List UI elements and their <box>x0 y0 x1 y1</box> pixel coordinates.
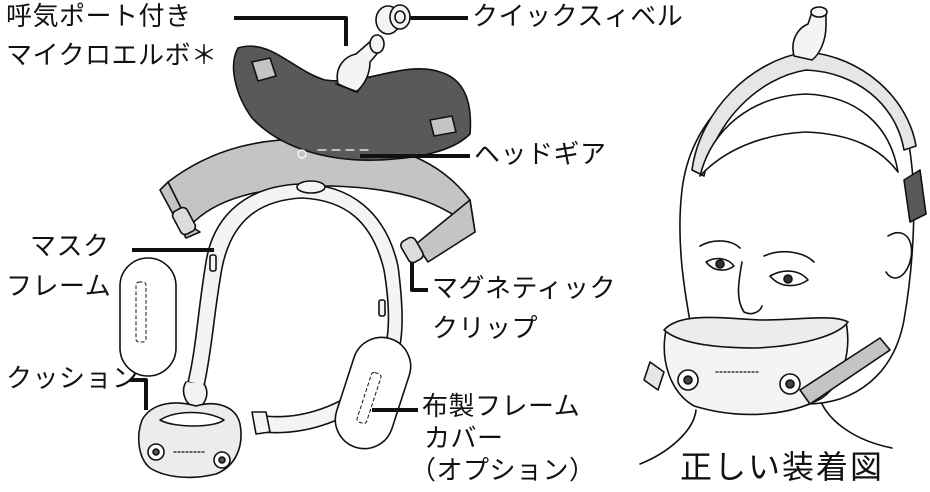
headgear-tab-left <box>251 57 277 82</box>
hair <box>699 93 899 177</box>
worn-cushion <box>663 316 849 349</box>
label-fabric-cover-line1: 布製フレーム <box>422 392 581 422</box>
magnetic-clip-right <box>400 236 424 264</box>
magnetic-clip-left <box>171 206 197 236</box>
label-micro-elbow-line1: 呼気ポート付き <box>6 2 192 32</box>
eyes <box>699 240 815 287</box>
correct-wear-title: 正しい装着図 <box>680 448 885 486</box>
worn-side-strap <box>799 337 891 405</box>
label-quick-swivel: クイックスィベル <box>472 2 684 32</box>
neck <box>639 409 697 465</box>
leader-lines <box>130 16 470 412</box>
label-mask-frame-line1: マスク <box>30 232 110 262</box>
leader-magnetic-clip <box>410 262 428 292</box>
cushion <box>137 402 242 479</box>
headgear-crown <box>232 45 472 162</box>
label-mask-frame-line2: フレーム <box>6 272 112 302</box>
worn-elbow <box>792 11 827 61</box>
label-micro-elbow-line2: マイクロエルボ＊ <box>6 41 218 71</box>
headgear-right-strap <box>415 199 476 263</box>
label-cushion: クッション <box>6 364 139 394</box>
quick-swivel <box>375 4 411 35</box>
micro-elbow <box>335 34 385 93</box>
ear <box>885 231 913 279</box>
fabric-cover-left <box>119 257 177 377</box>
mask-frame-top-port <box>296 180 326 194</box>
correct-wear-illustration <box>639 6 927 465</box>
fabric-cover-right <box>334 336 412 450</box>
frame-slot-right <box>378 299 386 317</box>
label-fabric-cover-line3: （オプション） <box>410 456 596 486</box>
leader-cushion <box>130 378 148 410</box>
headgear-tab-right <box>429 115 457 137</box>
headgear-back-strap <box>903 169 927 223</box>
frame-right-connector <box>251 411 271 435</box>
headgear-logo <box>297 149 369 159</box>
label-fabric-cover-line2: カバー <box>424 424 504 454</box>
leader-elbow <box>234 16 348 46</box>
frame-slot-left <box>209 254 217 272</box>
headgear-worn <box>691 51 917 177</box>
label-headgear: ヘッドギア <box>474 140 607 170</box>
nose <box>737 261 763 315</box>
label-magnetic-clip-line2: クリップ <box>432 314 539 344</box>
label-magnetic-clip-line1: マグネティック <box>432 274 616 304</box>
